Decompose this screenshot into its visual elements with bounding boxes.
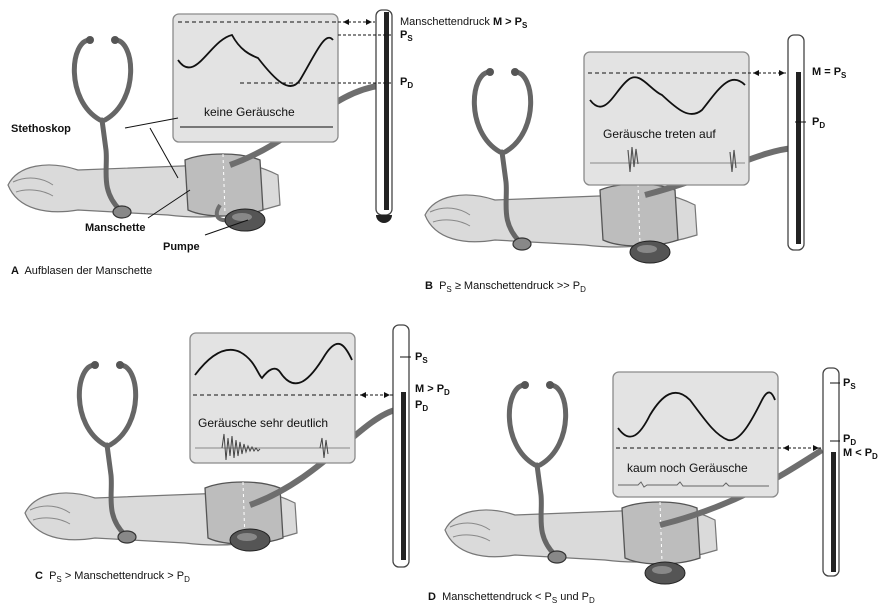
panel-b-caption: B PS ≥ Manschettendruck >> PD [425,280,586,293]
panel-a-gauge-top: Manschettendruck M > PS [400,16,527,29]
panel-a-pd-label: PD [400,76,413,89]
panel-d-art [445,368,840,584]
panel-a-sound-text: keine Geräusche [204,106,295,118]
panel-c-pd-label: PD [415,399,428,412]
panel-b-sound-text: Geräusche treten auf [603,128,716,140]
panel-c-sound-text: Geräusche sehr deutlich [198,417,328,429]
panel-d-m-label: M < PD [843,447,878,460]
panel-b-art [425,35,806,263]
panel-b-m-label: M = PS [812,66,846,79]
panel-a-caption: A Aufblasen der Manschette [11,265,152,277]
panel-d-caption: D Manschettendruck < PS und PD [428,591,595,604]
panel-c-caption: C PS > Manschettendruck > PD [35,570,190,583]
stethoscope-label: Stethoskop [11,123,71,135]
cuff-label: Manschette [85,222,146,234]
panel-b-pd-label: PD [812,116,825,129]
panel-d-pd-label: PD [843,433,856,446]
panel-a-ps-label: PS [400,29,413,42]
panel-c-ps-label: PS [415,351,428,364]
panel-c-m-label: M > PD [415,383,450,396]
panel-d-ps-label: PS [843,377,856,390]
panel-d-sound-text: kaum noch Geräusche [627,462,748,474]
pump-label: Pumpe [163,241,200,253]
panel-c-art [25,325,411,567]
